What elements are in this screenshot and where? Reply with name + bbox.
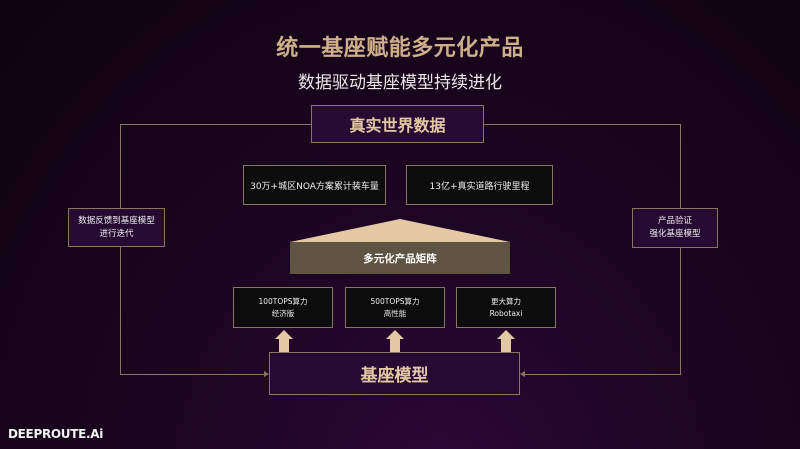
connector-line bbox=[484, 124, 680, 125]
product-box: 100TOPS算力经济版 bbox=[233, 287, 333, 328]
connector-line bbox=[120, 124, 311, 125]
connector-line bbox=[680, 124, 681, 375]
product-line: 100TOPS算力 bbox=[258, 296, 308, 306]
connector-line bbox=[120, 124, 121, 375]
product-line: Robotaxi bbox=[489, 308, 523, 318]
product-line: 更大算力 bbox=[491, 296, 521, 306]
real-world-data-box: 真实世界数据 bbox=[311, 105, 484, 143]
feedback-line: 进行迭代 bbox=[99, 228, 134, 239]
arrow-right-icon bbox=[264, 371, 269, 377]
connector-line bbox=[120, 374, 266, 375]
connector-line bbox=[523, 374, 680, 375]
feedback-box: 数据反馈到基座模型进行迭代 bbox=[68, 208, 165, 247]
product-box: 500TOPS算力高性能 bbox=[345, 287, 445, 328]
product-line: 经济版 bbox=[271, 308, 295, 318]
arrow-up-icon bbox=[275, 330, 293, 352]
product-box: 更大算力 Robotaxi bbox=[456, 287, 556, 328]
page-subtitle: 数据驱动基座模型持续进化 bbox=[298, 73, 502, 93]
arrow-up-icon bbox=[497, 330, 515, 352]
validation-box: 产品验证强化基座模型 bbox=[632, 208, 718, 248]
validation-line: 产品验证 bbox=[657, 216, 692, 226]
stat-box: 30万+城区NOA方案累计装车量 bbox=[243, 165, 386, 205]
product-line: 500TOPS算力 bbox=[370, 296, 420, 306]
product-matrix-box: 多元化产品矩阵 bbox=[290, 242, 510, 274]
arrow-left-icon bbox=[520, 371, 525, 377]
product-line: 高性能 bbox=[383, 308, 407, 318]
arrow-up-icon bbox=[386, 330, 404, 352]
feedback-line: 数据反馈到基座模型 bbox=[78, 215, 155, 226]
foundation-model-box: 基座模型 bbox=[269, 352, 520, 395]
company-logo: DEEPROUTE.Ai bbox=[8, 427, 104, 441]
matrix-roof-triangle bbox=[290, 219, 510, 242]
validation-line: 强化基座模型 bbox=[649, 229, 701, 239]
page-title: 统一基座赋能多元化产品 bbox=[276, 36, 524, 61]
stat-box: 13亿+真实道路行驶里程 bbox=[406, 165, 553, 205]
